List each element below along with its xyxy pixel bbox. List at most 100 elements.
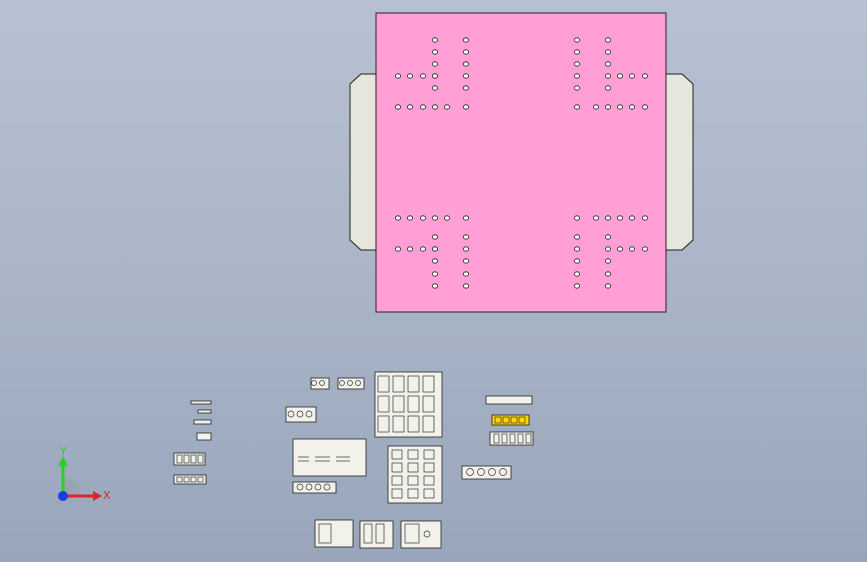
drill-hole — [419, 104, 426, 110]
detail-mark — [176, 476, 183, 483]
drill-hole — [406, 73, 413, 79]
drill-hole — [642, 246, 649, 252]
drill-hole — [605, 37, 612, 43]
detail-mark — [183, 454, 190, 464]
parts-center-grid[interactable] — [292, 371, 534, 549]
detail-mark — [287, 410, 295, 418]
detail-mark — [502, 416, 510, 424]
detail-mark — [407, 488, 419, 499]
drill-hole — [617, 73, 624, 79]
detail-mark — [501, 433, 508, 444]
detail-mark — [422, 375, 435, 393]
drill-hole — [574, 61, 581, 67]
drill-hole — [605, 215, 612, 221]
detail-mark — [339, 380, 345, 386]
drill-hole — [629, 104, 636, 110]
drill-hole — [431, 271, 438, 277]
detail-mark — [407, 375, 420, 393]
detail-mark — [407, 449, 419, 460]
drill-hole — [462, 246, 469, 252]
detail-mark — [377, 415, 390, 433]
detail-mark — [423, 488, 435, 499]
drill-hole — [574, 283, 581, 289]
detail-mark — [197, 476, 204, 483]
drill-hole — [431, 85, 438, 91]
detail-mark — [347, 380, 353, 386]
x-axis-label: X — [103, 489, 111, 502]
drill-hole — [574, 104, 581, 110]
main-plate[interactable] — [375, 12, 667, 313]
drill-hole — [462, 61, 469, 67]
part-bar-long — [485, 395, 533, 405]
detail-mark — [392, 395, 405, 413]
detail-mark — [499, 468, 507, 476]
drill-hole — [629, 73, 636, 79]
drill-hole — [462, 215, 469, 221]
detail-mark — [305, 483, 313, 491]
drill-hole — [605, 234, 612, 240]
part-highlighted[interactable] — [491, 414, 530, 426]
detail-mark — [517, 433, 524, 444]
detail-mark — [392, 415, 405, 433]
detail-mark — [323, 483, 331, 491]
parts-left-stack[interactable] — [173, 400, 212, 485]
detail-mark — [422, 395, 435, 413]
part-strip-1 — [190, 400, 212, 405]
drill-hole — [642, 73, 649, 79]
detail-mark — [355, 380, 361, 386]
drill-hole — [406, 104, 413, 110]
part-block-1 — [196, 432, 212, 441]
drill-hole — [394, 104, 401, 110]
drill-hole — [617, 215, 624, 221]
detail-mark — [311, 380, 317, 386]
drill-hole — [605, 258, 612, 264]
drill-hole — [605, 73, 612, 79]
drill-hole — [406, 215, 413, 221]
orientation-triad: Y X — [58, 445, 111, 502]
detail-mark — [423, 530, 431, 538]
detail-mark — [488, 468, 496, 476]
drill-hole — [574, 73, 581, 79]
part-bottom-1 — [314, 519, 354, 548]
detail-mark — [423, 475, 435, 486]
drill-hole — [462, 283, 469, 289]
part-plate-flat — [292, 438, 367, 477]
detail-mark — [391, 475, 403, 486]
drill-hole — [605, 49, 612, 55]
detail-mark — [391, 488, 403, 499]
drill-hole — [431, 73, 438, 79]
detail-mark — [319, 380, 325, 386]
detail-mark — [363, 523, 373, 544]
drill-hole — [605, 85, 612, 91]
drill-hole — [462, 73, 469, 79]
part-small-1 — [310, 377, 330, 390]
drill-hole — [593, 104, 600, 110]
drill-hole — [462, 234, 469, 240]
detail-mark — [407, 475, 419, 486]
detail-mark — [375, 523, 385, 544]
drill-hole — [574, 271, 581, 277]
drill-hole — [431, 104, 438, 110]
detail-mark — [391, 449, 403, 460]
detail-mark — [466, 468, 474, 476]
drill-hole — [642, 215, 649, 221]
part-details — [176, 375, 532, 544]
detail-mark — [407, 415, 420, 433]
detail-mark — [477, 468, 485, 476]
drill-hole — [443, 215, 450, 221]
drill-hole — [593, 215, 600, 221]
detail-mark — [407, 462, 419, 473]
drill-hole — [431, 246, 438, 252]
drill-hole — [462, 104, 469, 110]
drill-hole — [605, 246, 612, 252]
detail-mark — [407, 395, 420, 413]
drill-hole — [574, 234, 581, 240]
drill-hole — [394, 73, 401, 79]
drill-hole — [617, 104, 624, 110]
detail-mark — [392, 375, 405, 393]
detail-mark — [404, 523, 420, 544]
detail-mark — [197, 454, 204, 464]
drill-hole — [617, 246, 624, 252]
